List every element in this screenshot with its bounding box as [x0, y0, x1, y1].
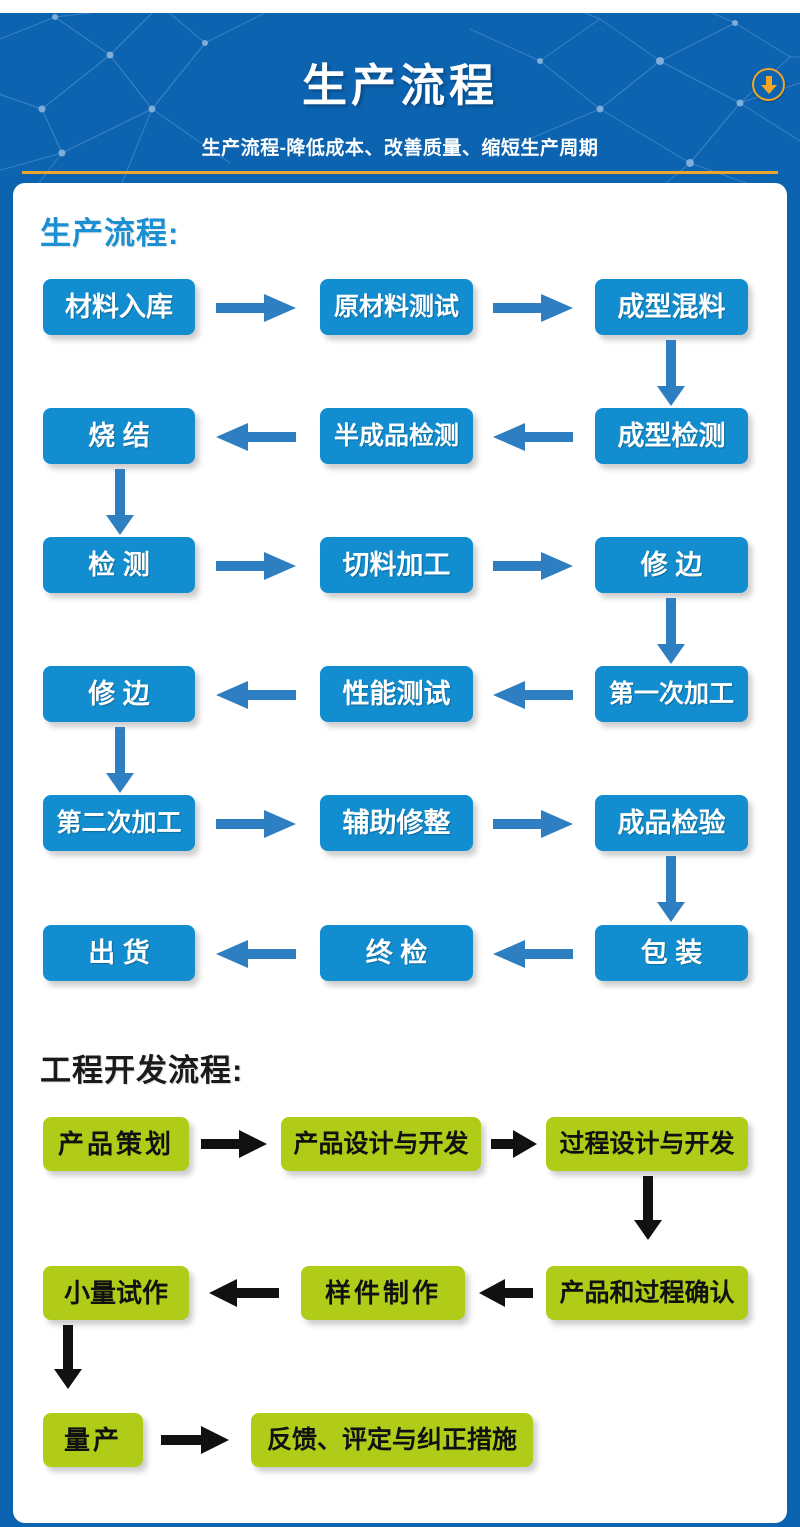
- node-trimming-1[interactable]: 修 边: [595, 537, 748, 593]
- arrow-right-icon: [493, 551, 577, 581]
- node-packaging[interactable]: 包 装: [595, 925, 748, 981]
- node-product-planning[interactable]: 产品策划: [43, 1117, 189, 1171]
- node-material-warehousing[interactable]: 材料入库: [43, 279, 195, 335]
- arrow-down-icon: [53, 1325, 83, 1391]
- arrow-down-icon: [656, 340, 686, 408]
- node-trimming-2[interactable]: 修 边: [43, 666, 195, 722]
- section-title-production: 生产流程:: [40, 216, 180, 251]
- arrow-down-icon: [105, 469, 135, 537]
- node-shipping[interactable]: 出 货: [43, 925, 195, 981]
- node-performance-test[interactable]: 性能测试: [320, 666, 473, 722]
- arrow-down-icon: [105, 727, 135, 795]
- node-final-inspection[interactable]: 终 检: [320, 925, 473, 981]
- node-mass-production[interactable]: 量产: [43, 1413, 143, 1467]
- node-raw-material-test[interactable]: 原材料测试: [320, 279, 473, 335]
- arrow-left-icon: [479, 1278, 535, 1308]
- arrow-left-icon: [493, 680, 577, 710]
- arrow-down-icon: [656, 598, 686, 666]
- node-molding-inspection[interactable]: 成型检测: [595, 408, 748, 464]
- node-product-process-confirmation[interactable]: 产品和过程确认: [546, 1266, 748, 1320]
- arrow-right-icon: [491, 1129, 539, 1159]
- section-title-engineering: 工程开发流程:: [40, 1053, 244, 1088]
- arrow-right-icon: [201, 1129, 269, 1159]
- arrow-left-icon: [216, 680, 300, 710]
- arrow-left-icon: [493, 939, 577, 969]
- node-sample-production[interactable]: 样件制作: [301, 1266, 465, 1320]
- node-molding-mixture[interactable]: 成型混料: [595, 279, 748, 335]
- arrow-left-icon: [216, 422, 300, 452]
- node-small-batch-trial[interactable]: 小量试作: [43, 1266, 189, 1320]
- node-first-machining[interactable]: 第一次加工: [595, 666, 748, 722]
- node-cutting-process[interactable]: 切料加工: [320, 537, 473, 593]
- node-semi-finished-inspection[interactable]: 半成品检测: [320, 408, 473, 464]
- arrow-right-icon: [493, 293, 577, 323]
- page-title: 生产流程: [301, 60, 498, 111]
- arrow-down-icon: [633, 1176, 663, 1242]
- node-sintering[interactable]: 烧 结: [43, 408, 195, 464]
- node-feedback-assessment-corrective[interactable]: 反馈、评定与纠正措施: [251, 1413, 533, 1467]
- arrow-right-icon: [493, 809, 577, 839]
- node-inspection[interactable]: 检 测: [43, 537, 195, 593]
- arrow-right-icon: [161, 1425, 231, 1455]
- download-circle-icon[interactable]: [752, 68, 785, 101]
- node-finished-product-inspection[interactable]: 成品检验: [595, 795, 748, 851]
- node-auxiliary-finishing[interactable]: 辅助修整: [320, 795, 473, 851]
- page-subtitle: 生产流程-降低成本、改善质量、缩短生产周期: [201, 138, 599, 159]
- arrow-left-icon: [216, 939, 300, 969]
- arrow-down-icon: [656, 856, 686, 924]
- arrow-left-icon: [209, 1278, 281, 1308]
- node-product-design-development[interactable]: 产品设计与开发: [281, 1117, 481, 1171]
- network-pattern: [0, 13, 800, 188]
- header-divider: [22, 171, 778, 174]
- node-process-design-development[interactable]: 过程设计与开发: [546, 1117, 748, 1171]
- arrow-left-icon: [493, 422, 577, 452]
- content-card: 生产流程: 材料入库 原材料测试 成型混料 烧 结 半成品检测 成型检测 检 测…: [13, 183, 787, 1523]
- node-second-machining[interactable]: 第二次加工: [43, 795, 195, 851]
- arrow-right-icon: [216, 551, 300, 581]
- page-header: 生产流程 生产流程-降低成本、改善质量、缩短生产周期: [0, 13, 800, 173]
- arrow-right-icon: [216, 809, 300, 839]
- arrow-right-icon: [216, 293, 300, 323]
